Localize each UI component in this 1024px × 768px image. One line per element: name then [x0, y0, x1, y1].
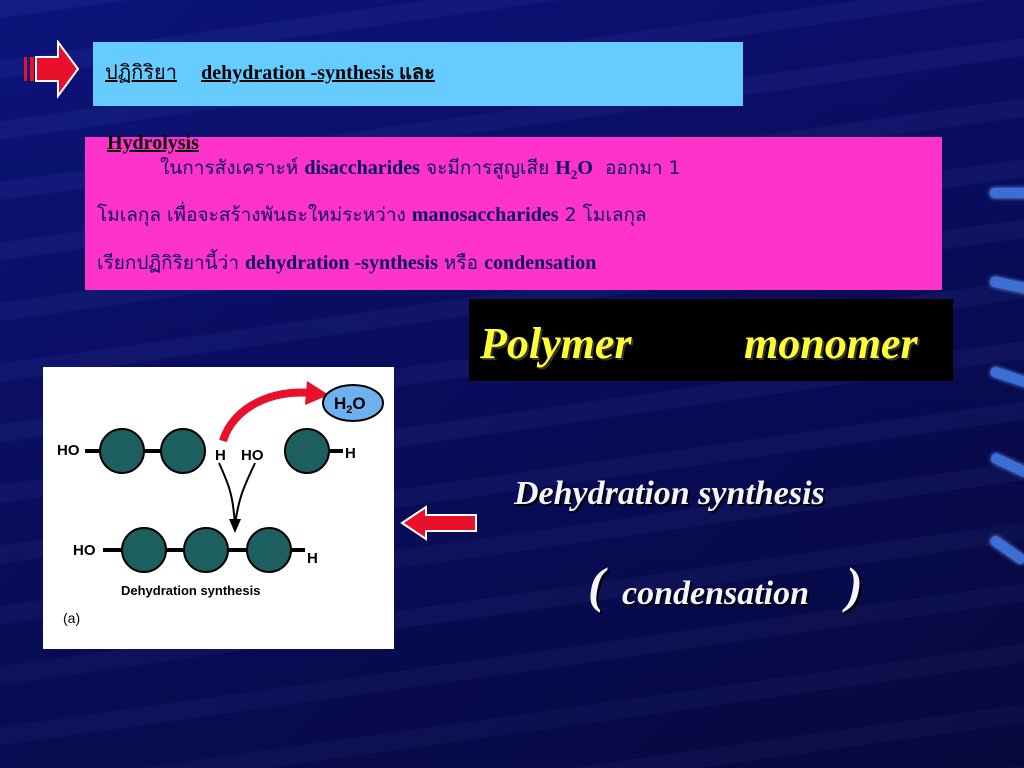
- condensation-label: condensation: [622, 575, 810, 612]
- open-paren: (: [588, 557, 605, 613]
- monomer-label: monomer: [744, 319, 918, 368]
- decor-dash: [990, 188, 1024, 198]
- figure-caption: Dehydration synthesis: [121, 583, 260, 598]
- label-ho: HO: [73, 542, 96, 559]
- dehydration-figure: HO H HO H H2O HO H Dehydration synthesis…: [43, 367, 394, 649]
- definition-box: [85, 137, 942, 290]
- monomer-circle: [284, 428, 330, 474]
- polymer-label: Polymer: [480, 319, 632, 368]
- dehydration-title: Dehydration synthesis: [514, 475, 825, 512]
- monomer-circle: [160, 428, 206, 474]
- monomer-circle: [246, 527, 292, 573]
- water-label: H2O: [334, 394, 366, 416]
- paragraph-line-1: ในการสังเคราะห์ disaccharides จะมีการสูญ…: [160, 157, 681, 182]
- merge-line: [218, 462, 236, 526]
- red-curved-arrow: [219, 388, 312, 443]
- paragraph-line-2: โมเลกุล เพื่อจะสร้างพันธะใหม่ระหว่าง man…: [97, 204, 647, 226]
- paragraph-line-3: เรียกปฏิกิริยานี้ว่า dehydration -synthe…: [97, 252, 597, 274]
- dehydration-diagram: HO H HO H H2O HO H Dehydration synthesis…: [57, 381, 384, 626]
- red-arrowhead: [305, 381, 329, 405]
- label-h: H: [307, 550, 318, 567]
- monomer-circle: [99, 428, 145, 474]
- label-h: H: [345, 445, 356, 462]
- title-box: ปฏิกิริยา dehydration -synthesis และ: [93, 42, 743, 106]
- polymer-box: [469, 299, 953, 381]
- monomer-circle: [183, 527, 229, 573]
- title-latin: dehydration -synthesis และ: [201, 62, 435, 84]
- close-paren: ): [846, 557, 863, 613]
- merge-line: [234, 462, 256, 526]
- label-ho: HO: [57, 442, 80, 459]
- down-arrowhead: [229, 519, 241, 533]
- title-line2: Hydrolysis: [107, 132, 199, 154]
- water-bubble: [322, 384, 384, 422]
- panel-label: (a): [63, 610, 80, 626]
- label-ho: HO: [241, 447, 264, 464]
- label-h: H: [215, 447, 226, 464]
- monomer-circle: [121, 527, 167, 573]
- arrow-right-icon: [24, 40, 80, 100]
- title-thai: ปฏิกิริยา: [105, 60, 177, 84]
- arrow-left-icon: [400, 505, 477, 541]
